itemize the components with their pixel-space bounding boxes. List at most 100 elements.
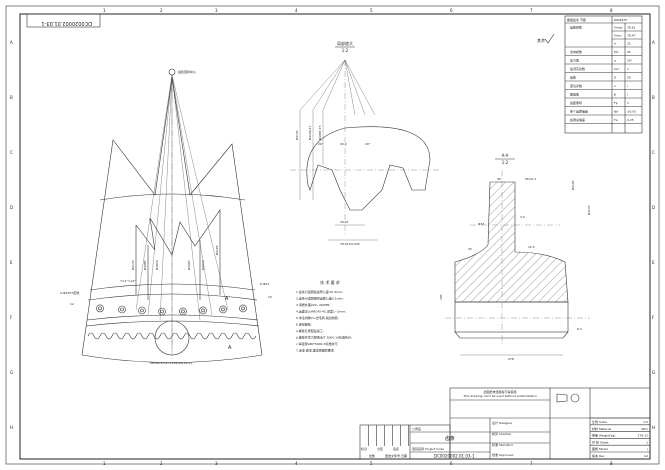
column-marker: 3 [215, 461, 218, 466]
param-value: 78.47 [627, 34, 636, 38]
detail-dim-r2: R4100.47 [308, 125, 312, 140]
bolt-hole [199, 306, 207, 315]
detail-dim-half: 39.27 [340, 220, 349, 224]
notice-cn: 此图纸未经授权不得使用 [483, 389, 516, 394]
title-field-label: 共 张 Sheet [592, 439, 609, 444]
tech-line: b.螺栓拧紧力矩按JB/T 5000.10标准执行; [296, 335, 352, 340]
row-marker: H [652, 425, 655, 430]
radial-dim-label: R4195 [215, 245, 219, 255]
title-field-label: 重量 Weight(kg) [592, 433, 615, 438]
param-value: 25 [627, 50, 631, 54]
column-marker: 1 [103, 461, 106, 466]
notice-en: This drawing can't be used without autho… [462, 394, 537, 398]
param-name: 齿距累积 [570, 100, 582, 105]
param-value: / [627, 84, 629, 88]
param-symbol: Smax [614, 26, 623, 30]
inner-zigzag [135, 209, 221, 300]
param-symbol: h [614, 42, 616, 46]
section-dim-r1: R4195 [571, 180, 575, 190]
roughness-left: 25 [468, 247, 472, 251]
bolt-holes [96, 304, 247, 316]
revision-column: 签名 [393, 446, 399, 451]
param-name: 变位系数 [570, 83, 582, 88]
title-field-value: 278.12 [638, 434, 649, 438]
row-marker: C [10, 150, 13, 155]
title-field-value: 1:5 [643, 420, 648, 424]
drawing-number: DC0020002.01.03-1 [434, 454, 475, 459]
bolt-hole [219, 305, 227, 314]
detail-dim-width: 20.0 [340, 142, 347, 146]
weld-left: 12 [70, 302, 74, 306]
row-marker: F [652, 315, 655, 320]
approved-label: 批准 Approved [492, 452, 513, 457]
row-marker: H [10, 425, 13, 430]
sector-outline [81, 77, 263, 363]
detail-angle-right: 20° [365, 142, 371, 146]
detail-tooth-profile [306, 126, 431, 211]
bolt-hole [239, 304, 247, 313]
detail-dim-r3: R4085.75 [318, 125, 322, 140]
row-marker: D [10, 205, 13, 210]
row-marker: B [652, 95, 655, 100]
radial-dim-label: R4670 [201, 260, 205, 270]
column-marker: 1 [103, 8, 106, 13]
tech-line: a.螺栓孔按配钻加工; [296, 328, 324, 333]
column-marker: 7 [530, 8, 533, 13]
bolt-callout-right: 6-Φ33 [260, 282, 269, 286]
technical-requirements: 技 术 要 求1.齿条分度圆弦齿厚公差±0.3mm;2.齿条分度圆相邻齿距公差0… [296, 279, 352, 353]
radial-dim-label: R3685 [187, 260, 191, 270]
param-value: 1 [627, 67, 629, 71]
detail-scale: 1:2 [342, 48, 349, 53]
tech-line: 3.调质处理229~269HB; [296, 302, 330, 307]
roughness-symbol-icon [544, 33, 555, 44]
tech-line: 6.连接螺栓: [296, 322, 312, 327]
title-field-value: 40Cr [641, 427, 649, 431]
param-name: 法向模数 [570, 49, 582, 54]
row-marker: B [10, 95, 13, 100]
radial-dim-label: R4135 [131, 260, 135, 270]
param-name: 压力角 [570, 58, 579, 63]
row-marker: F [10, 315, 13, 320]
radial-dim-label: R4085 [143, 260, 147, 270]
title-field-value: / [647, 447, 649, 451]
column-marker: 7 [530, 461, 533, 466]
section-hatched-body [454, 181, 569, 303]
param-name: 单个齿距偏差 [570, 109, 588, 114]
roughness-note-label: 其余 [537, 37, 545, 43]
title-field-label: 图幅 Model [592, 446, 608, 451]
tech-line: 4.齿面淬火HRC40-45,深度1~2mm; [296, 309, 346, 314]
standard-label: 标准 Standard [492, 442, 513, 447]
bolt-hole [158, 307, 166, 316]
param-symbol: fpt [614, 110, 619, 114]
column-marker: 3 [215, 8, 218, 13]
section-mark-top: A [225, 296, 229, 302]
detail-dim-r1: R4125 [295, 130, 299, 140]
title-field-value: A2 [644, 454, 648, 458]
column-marker: 6 [450, 461, 453, 466]
section-mark-bottom: A [228, 345, 232, 351]
column-marker: 2 [160, 8, 163, 13]
project-label: 项目名称 Project Code [412, 446, 444, 451]
section-dim-r2: R4135 [587, 205, 591, 215]
param-symbol: Z [614, 76, 616, 80]
column-marker: 5 [370, 8, 373, 13]
checker-label: 校对 Checker [492, 431, 512, 436]
section-dim-width: 278 [508, 357, 514, 361]
param-symbol: Fα [614, 118, 618, 122]
title-field-label: 材料 Material [592, 426, 611, 431]
section-dim-offset: 95±0.1 [525, 177, 536, 181]
pivot-circle [168, 68, 176, 76]
param-value: 78.61 [627, 26, 636, 30]
column-marker: 5 [370, 461, 373, 466]
section-scale: 1:2 [502, 160, 509, 165]
param-symbol: ha* [614, 67, 620, 71]
arc-length-dim: 56×Φ78.54=1256.64(±0.2) [150, 361, 192, 365]
